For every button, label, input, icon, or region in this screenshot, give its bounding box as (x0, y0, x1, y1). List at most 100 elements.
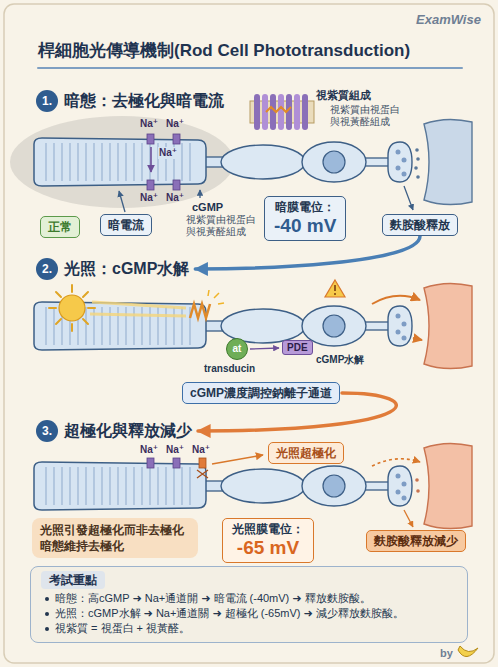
ion-label: Na⁺ (192, 444, 210, 456)
rhodopsin-icon (278, 94, 284, 130)
bullet-text: 暗態：高cGMP ➜ Na+通道開 ➜ 暗電流 (-40mV) ➜ 釋放麩胺酸。 (55, 592, 371, 604)
hyperpolarization-arrow (212, 455, 263, 464)
node-text: 正常 (48, 220, 72, 234)
rhodopsin-icon (302, 94, 308, 130)
glutamate-dot (414, 166, 418, 170)
note-text: 視紫質由視蛋白 與視黃醛組成 (330, 104, 402, 128)
sun-icon (88, 307, 95, 309)
bullet-dot (45, 612, 49, 616)
rhodopsin-icon (266, 107, 291, 112)
status-tag: 正常 (40, 216, 80, 238)
diagram-title: 桿細胞光傳導機制(Rod Cell Phototransduction) (38, 40, 410, 62)
bullet-text: 視紫質 = 視蛋白 + 視黃醛。 (55, 622, 190, 634)
node-text: PDE (287, 342, 308, 353)
note-box: cGMP濃度調控鈉離子通道 (182, 382, 340, 404)
light-beam (90, 314, 186, 316)
sodium-channel (173, 134, 180, 144)
ion-label: Na⁺ (140, 192, 158, 204)
node-text: 光照超極化 (276, 446, 336, 460)
bullet-text: 光照：cGMP水解 ➜ Na+通道關 ➜ 超極化 (-65mV) ➜ 減少釋放麩… (55, 607, 404, 619)
transducin-circle: at (226, 338, 248, 360)
sun-icon (83, 292, 88, 297)
node-text: 麩胺酸釋放減少 (374, 534, 458, 548)
light-beam (90, 302, 186, 316)
sodium-channel (147, 180, 154, 190)
node-text: 光照引發超極化而非去極化 暗態維持去極化 (40, 522, 190, 554)
bullet-dot (45, 627, 49, 631)
rhodopsin-icon (250, 94, 314, 130)
rod-cell (34, 462, 412, 510)
step-number: 3. (36, 420, 58, 442)
node-text: at (233, 343, 242, 354)
section-heading: 1.暗態：去極化與暗電流 (36, 90, 224, 112)
section-heading: 2.光照：cGMP水解 (36, 258, 189, 280)
warning-icon (334, 285, 336, 291)
sodium-channel (147, 458, 154, 468)
part-label: cGMP水解 (316, 354, 364, 366)
signal-arrow (250, 348, 279, 349)
ion-label: Na⁺ (166, 192, 184, 204)
activated-rhodopsin (190, 304, 210, 318)
sun-icon (59, 295, 85, 321)
note-banner: 光照引發超極化而非去極化 暗態維持去極化 (32, 518, 198, 558)
node-text: cGMP濃度調控鈉離子通道 (190, 386, 332, 400)
glutamate-dot (415, 148, 419, 152)
node-text: 麩胺酸釋放 (390, 218, 450, 232)
release-arrow (372, 296, 420, 304)
bullet-row: 暗態：高cGMP ➜ Na+通道開 ➜ 暗電流 (-40mV) ➜ 釋放麩胺酸。 (43, 591, 455, 606)
glutamate-dot (415, 478, 420, 493)
potential-box: 暗膜電位：-40 mV (264, 196, 346, 241)
part-label: transducin (204, 363, 255, 375)
rhodopsin-icon (294, 94, 300, 130)
sodium-channel (147, 134, 180, 190)
glutamate-dot (414, 148, 420, 179)
closed-mark (197, 470, 208, 478)
credit-label: by (440, 646, 453, 660)
sun-icon (83, 319, 88, 324)
bullet-row: 光照：cGMP水解 ➜ Na+通道關 ➜ 超極化 (-65mV) ➜ 減少釋放麩… (43, 606, 455, 621)
bullet-dot (45, 597, 49, 601)
rhodopsin-icon (254, 94, 260, 130)
warning-icon (325, 280, 345, 297)
activated-rhodopsin (190, 290, 224, 318)
sun-icon (56, 292, 61, 297)
dark-current-arrow (150, 147, 152, 172)
note-text: 視紫質由視蛋白 與視黃醛組成 (186, 214, 258, 238)
ion-label: Na⁺ (166, 444, 184, 456)
section-title: 超極化與釋放減少 (64, 420, 192, 442)
potential-caption: 光照膜電位： (232, 522, 304, 537)
glutamate-dot (416, 157, 420, 161)
part-label: cGMP (192, 200, 223, 214)
part-label: 視紫質組成 (316, 88, 371, 102)
potential-value: -40 mV (274, 215, 336, 237)
closed-channel (199, 458, 206, 468)
release-box: 麩胺酸釋放 (382, 214, 458, 236)
sun-icon (49, 285, 95, 331)
ion-label: Na⁺ (140, 444, 158, 456)
postsynaptic-cell (424, 119, 472, 204)
card-border (4, 4, 494, 663)
potential-caption: 暗膜電位： (274, 200, 336, 215)
postsynaptic-cell (424, 283, 472, 368)
sun-icon (71, 285, 73, 292)
release-box: 麩胺酸釋放減少 (366, 530, 466, 552)
leader-arrow (404, 186, 413, 210)
release-arrow (372, 459, 420, 466)
rod-cell (34, 302, 412, 350)
node-text: 考試重點 (49, 573, 97, 587)
summary-heading: 考試重點 (41, 571, 105, 589)
ion-label: Na⁺ (158, 147, 178, 159)
light-beam (92, 302, 186, 308)
leader-arrow (404, 510, 413, 527)
sodium-channel (173, 458, 180, 468)
sun-icon (49, 285, 95, 331)
sun-icon (71, 324, 73, 331)
section-title: 暗態：去極化與暗電流 (64, 90, 224, 112)
potential-value: -65 mV (232, 537, 304, 559)
bullet-row: 視紫質 = 視蛋白 + 視黃醛。 (43, 621, 455, 636)
title-underline (38, 67, 462, 69)
glutamate-dot (415, 478, 419, 482)
warning-icon (325, 280, 345, 297)
ion-label: Na⁺ (166, 118, 184, 130)
